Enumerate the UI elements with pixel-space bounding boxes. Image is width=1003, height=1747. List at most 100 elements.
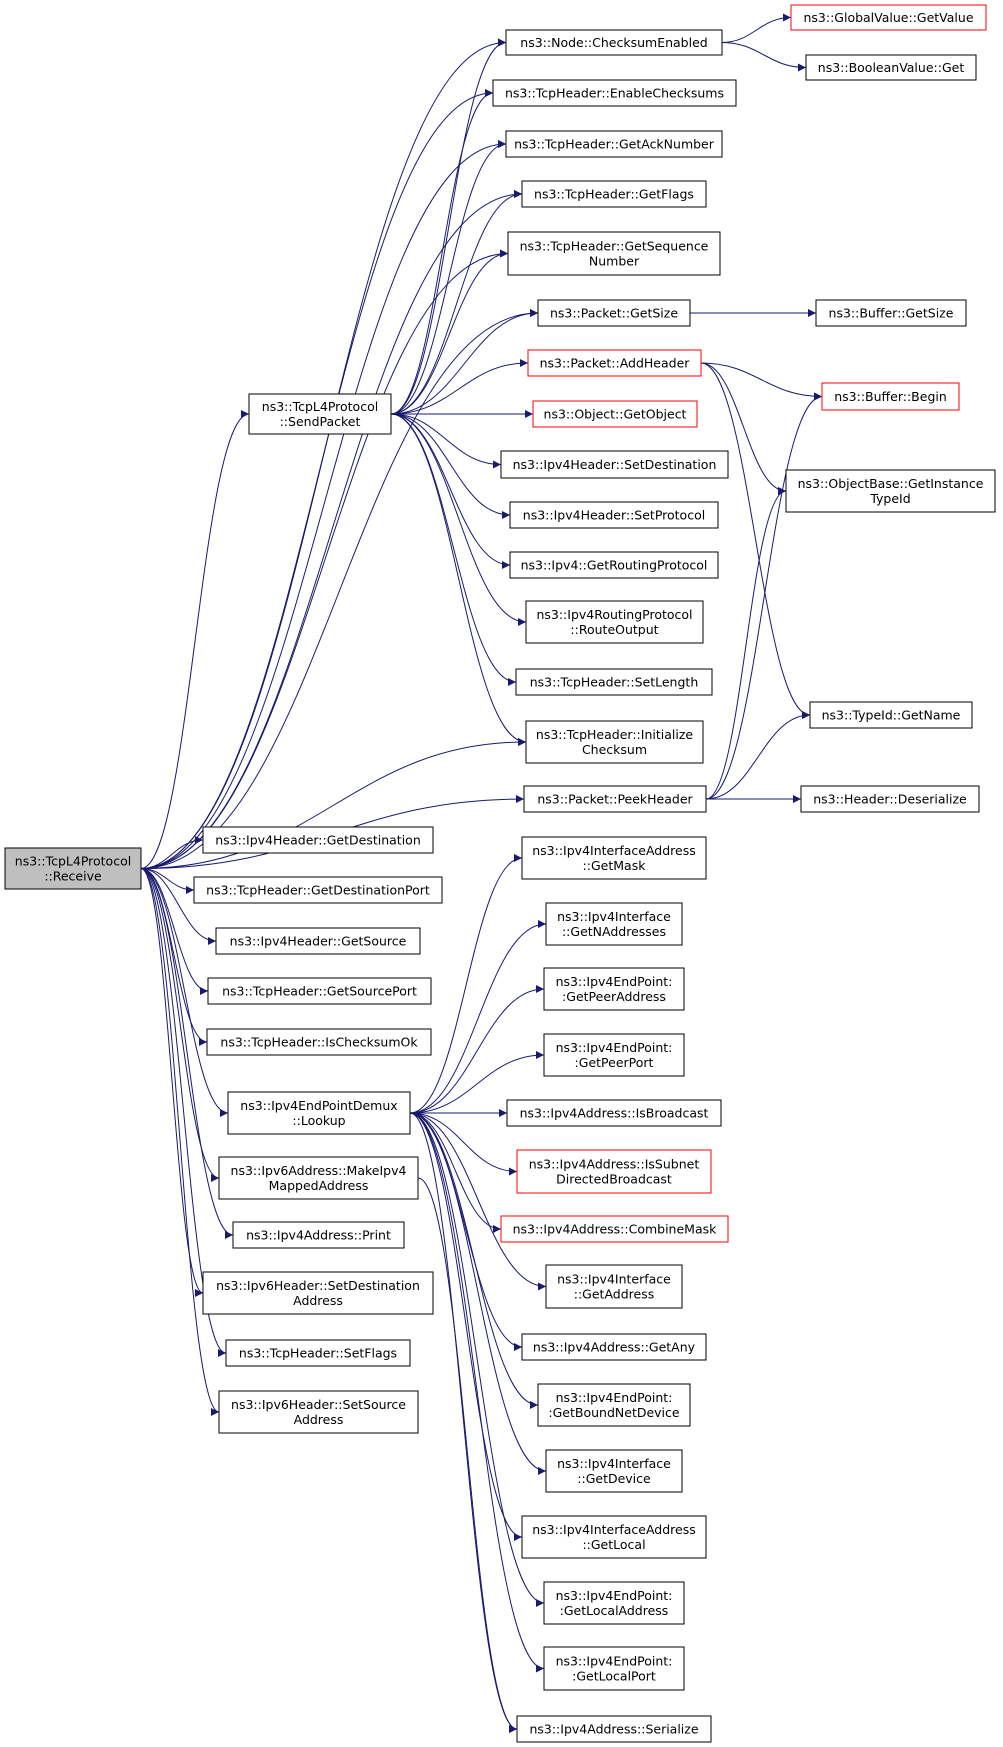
node-box	[543, 967, 685, 1011]
node-label-line: ns3::BooleanValue::Get	[818, 60, 965, 75]
edge-lookup-to-getpeeraddress	[409, 985, 545, 1114]
node-ipv4interface-getdevice[interactable]: ns3::Ipv4Interface::GetDevice	[545, 1449, 683, 1493]
node-label-line: ns3::ObjectBase::GetInstance	[798, 476, 984, 491]
node-label-line: ns3::Ipv6Header::SetSource	[231, 1397, 406, 1412]
node-label-line: ns3::Node::ChecksumEnabled	[520, 35, 707, 50]
node-tcpheader-setlength[interactable]: ns3::TcpHeader::SetLength	[515, 668, 713, 696]
node-box	[227, 1091, 411, 1135]
edge-addheader-to-getinstancetypeid	[700, 362, 787, 495]
node-ipv4interface-getaddress[interactable]: ns3::Ipv4Interface::GetAddress	[545, 1264, 683, 1309]
node-node-checksumenabled[interactable]: ns3::Node::ChecksumEnabled	[505, 29, 723, 56]
node-label-line: ::GetAddress	[574, 1287, 654, 1302]
node-label-line: :GetPeerAddress	[562, 989, 666, 1004]
edge-lookup-to-issubnetdirected	[409, 1112, 518, 1176]
node-ipv4-getroutingprotocol[interactable]: ns3::Ipv4::GetRoutingProtocol	[509, 551, 719, 579]
node-ipv4address-print[interactable]: ns3::Ipv4Address::Print	[232, 1221, 405, 1249]
node-ipv4header-setdestination[interactable]: ns3::Ipv4Header::SetDestination	[500, 450, 729, 479]
node-tcpheader-ischecksumok[interactable]: ns3::TcpHeader::IsChecksumOk	[206, 1028, 432, 1056]
node-ipv4endpoint-getlocalport[interactable]: ns3::Ipv4EndPoint::GetLocalPort	[543, 1646, 685, 1691]
node-box	[815, 299, 967, 327]
edge-peekheader-to-typeid_getname	[705, 711, 811, 800]
edge-lookup-to-getlocalport	[409, 1112, 545, 1673]
node-box	[218, 1156, 419, 1200]
node-ipv4address-serialize[interactable]: ns3::Ipv4Address::Serialize	[516, 1715, 712, 1743]
node-ipv4interfaceaddress-getmask[interactable]: ns3::Ipv4InterfaceAddress::GetMask	[521, 836, 707, 880]
node-header-deserialize[interactable]: ns3::Header::Deserialize	[800, 785, 980, 813]
node-label-line: ::GetLocal	[582, 1537, 645, 1552]
node-ipv4address-combinemask[interactable]: ns3::Ipv4Address::CombineMask	[500, 1215, 729, 1243]
node-label-line: ::GetMask	[583, 858, 647, 873]
node-label-line: :GetLocalAddress	[560, 1603, 669, 1618]
node-tcpheader-setflags[interactable]: ns3::TcpHeader::SetFlags	[225, 1339, 411, 1367]
edge-sendpacket-to-enablechecksums	[390, 89, 494, 415]
node-ipv4endpoint-getpeerport[interactable]: ns3::Ipv4EndPoint::GetPeerPort	[543, 1033, 685, 1077]
edge-lookup-to-getpeerport	[409, 1051, 545, 1114]
node-box	[785, 469, 996, 513]
node-ipv4interface-getnaddresses[interactable]: ns3::Ipv4Interface::GetNAddresses	[545, 902, 683, 946]
node-booleanvalue-get[interactable]: ns3::BooleanValue::Get	[805, 54, 977, 81]
node-box	[545, 1449, 683, 1493]
node-box	[193, 876, 443, 904]
node-label-line: ::SendPacket	[280, 414, 361, 429]
node-ipv4endpointdemux-lookup[interactable]: ns3::Ipv4EndPointDemux::Lookup	[227, 1091, 411, 1135]
node-label-line: ns3::TcpL4Protocol	[262, 399, 378, 414]
node-label-line: ns3::TypeId::GetName	[822, 708, 961, 723]
node-box	[523, 785, 707, 813]
node-label-line: ns3::Ipv4Interface	[557, 1456, 671, 1471]
node-globalvalue-getvalue[interactable]: ns3::GlobalValue::GetValue	[790, 4, 987, 31]
node-typeid-getname[interactable]: ns3::TypeId::GetName	[809, 701, 973, 729]
node-box	[232, 1221, 405, 1249]
node-box	[215, 927, 421, 955]
node-tcpheader-getflags[interactable]: ns3::TcpHeader::GetFlags	[521, 180, 707, 208]
node-tcpl4protocol-sendpacket[interactable]: ns3::TcpL4Protocol::SendPacket	[248, 393, 392, 435]
node-label-line: Number	[589, 254, 640, 269]
node-buffer-getsize[interactable]: ns3::Buffer::GetSize	[815, 299, 967, 327]
node-buffer-begin[interactable]: ns3::Buffer::Begin	[821, 382, 960, 411]
edge-receive-to-tcp_setflags	[140, 868, 227, 1357]
node-packet-addheader[interactable]: ns3::Packet::AddHeader	[527, 349, 702, 377]
node-object-getobject[interactable]: ns3::Object::GetObject	[532, 400, 698, 428]
node-tcpheader-enablechecksums[interactable]: ns3::TcpHeader::EnableChecksums	[492, 79, 737, 107]
node-ipv4header-setprotocol[interactable]: ns3::Ipv4Header::SetProtocol	[509, 501, 719, 529]
node-packet-getsize[interactable]: ns3::Packet::GetSize	[537, 299, 691, 327]
node-ipv4header-getdestination[interactable]: ns3::Ipv4Header::GetDestination	[202, 826, 434, 854]
node-label-line: ns3::Ipv4EndPointDemux	[240, 1098, 397, 1113]
edge-receive-to-ipv4address_print	[140, 868, 234, 1239]
node-label-line: ns3::TcpHeader::GetDestinationPort	[206, 883, 430, 898]
edge-peekheader-to-buffer_begin	[705, 392, 823, 800]
node-label-line: ns3::TcpHeader::GetSequence	[520, 239, 709, 254]
node-ipv4endpoint-getpeeraddress[interactable]: ns3::Ipv4EndPoint::GetPeerAddress	[543, 967, 685, 1011]
node-tcpheader-getacknumber[interactable]: ns3::TcpHeader::GetAckNumber	[505, 130, 723, 158]
node-label-line: ::RouteOutput	[570, 622, 658, 637]
node-ipv4endpoint-getboundnetdevice[interactable]: ns3::Ipv4EndPoint::GetBoundNetDevice	[537, 1383, 691, 1427]
node-label-line: ns3::TcpHeader::GetFlags	[534, 187, 694, 202]
node-label-line: :GetPeerPort	[575, 1055, 654, 1070]
edge-sendpacket-to-getflags	[390, 190, 523, 415]
node-ipv4routingprotocol-routeoutput[interactable]: ns3::Ipv4RoutingProtocol::RouteOutput	[525, 600, 704, 644]
node-ipv4address-issubnetdirectedbroadcast[interactable]: ns3::Ipv4Address::IsSubnetDirectedBroadc…	[516, 1149, 712, 1194]
node-packet-peekheader[interactable]: ns3::Packet::PeekHeader	[523, 785, 707, 813]
node-label-line: :GetBoundNetDevice	[548, 1405, 679, 1420]
edge-receive-to-ipv6_setsource	[140, 868, 220, 1416]
edge-lookup-to-getmask	[409, 854, 523, 1114]
node-tcpl4protocol-receive[interactable]: ns3::TcpL4Protocol::Receive	[4, 847, 142, 890]
node-tcpheader-getdestinationport[interactable]: ns3::TcpHeader::GetDestinationPort	[193, 876, 443, 904]
node-label-line: ns3::Ipv6Header::SetDestination	[216, 1278, 420, 1293]
node-tcpheader-getsourceport[interactable]: ns3::TcpHeader::GetSourcePort	[207, 977, 432, 1005]
edge-addheader-to-buffer_begin	[700, 362, 823, 401]
node-ipv4address-getany[interactable]: ns3::Ipv4Address::GetAny	[521, 1333, 707, 1361]
node-label-line: ns3::Ipv4RoutingProtocol	[536, 607, 692, 622]
node-box	[545, 1264, 683, 1309]
node-ipv4header-getsource[interactable]: ns3::Ipv4Header::GetSource	[215, 927, 421, 955]
node-ipv4interfaceaddress-getlocal[interactable]: ns3::Ipv4InterfaceAddress::GetLocal	[521, 1515, 707, 1559]
node-ipv4endpoint-getlocaladdress[interactable]: ns3::Ipv4EndPoint::GetLocalAddress	[543, 1581, 685, 1625]
node-label-line: ns3::Ipv4::GetRoutingProtocol	[521, 558, 708, 573]
node-ipv4address-isbroadcast[interactable]: ns3::Ipv4Address::IsBroadcast	[506, 1099, 722, 1127]
node-label-line: ns3::Ipv4Header::SetDestination	[513, 457, 717, 472]
